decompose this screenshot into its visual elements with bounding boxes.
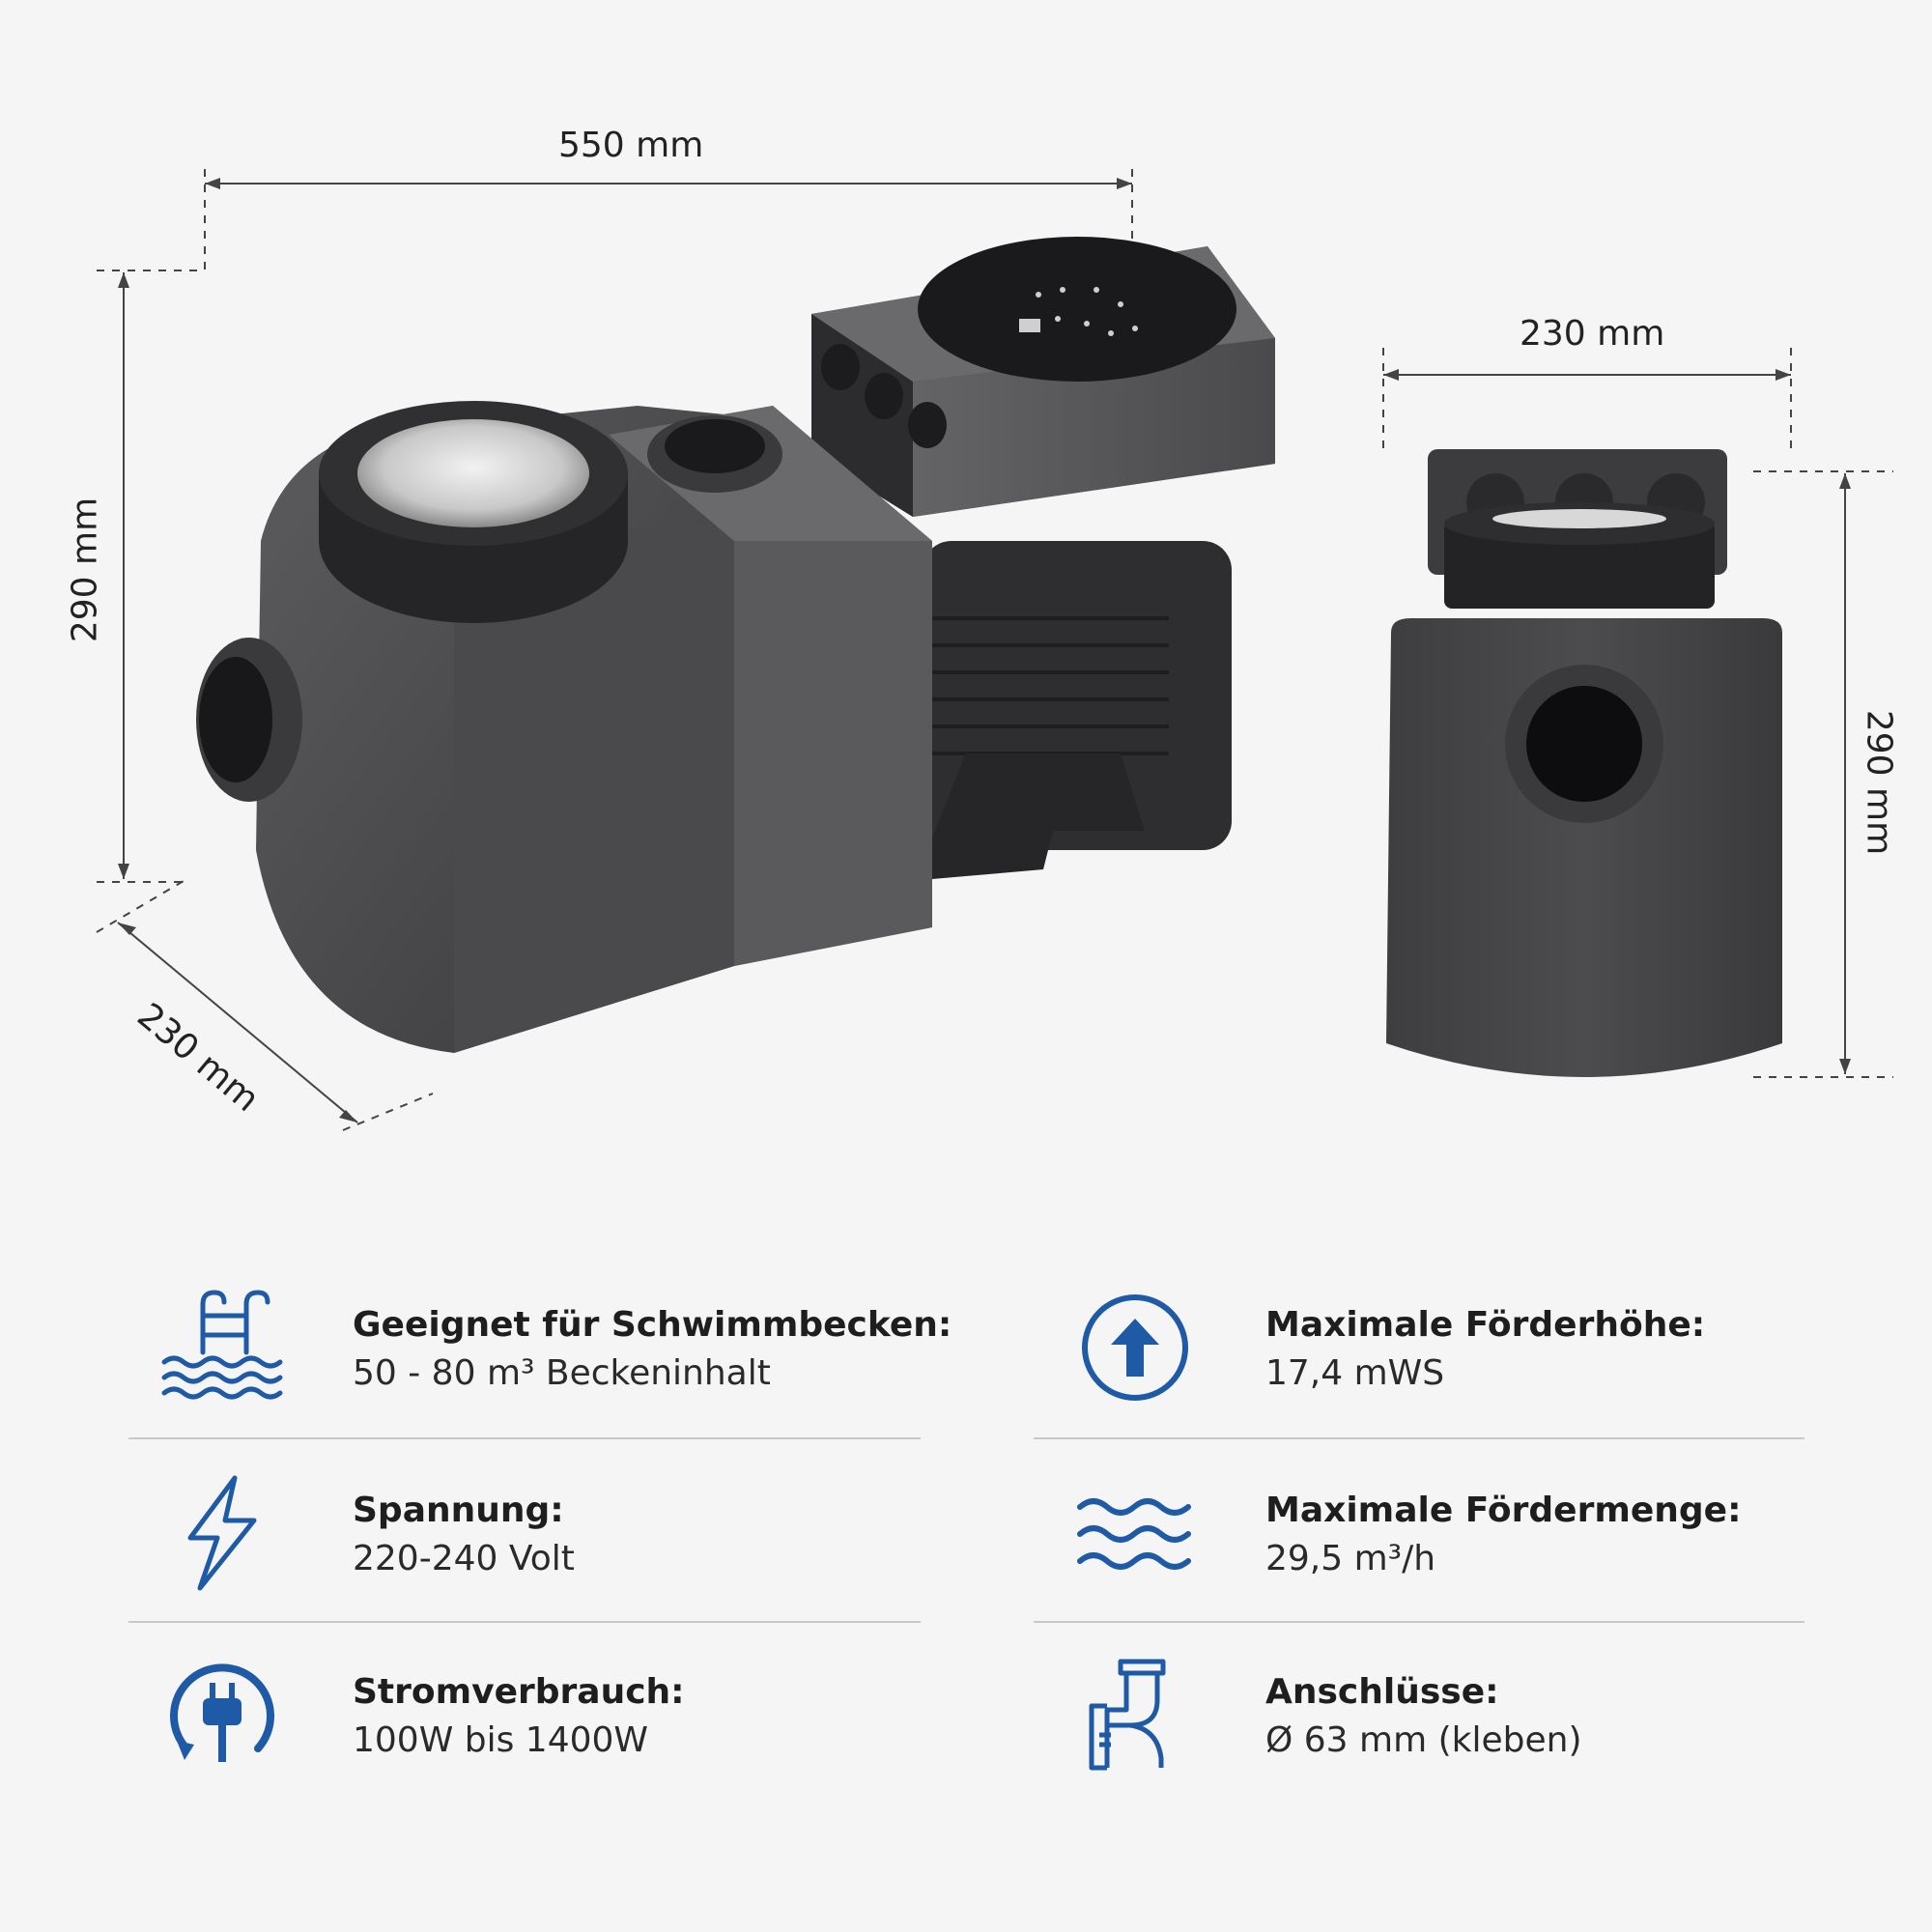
feature-connections: Anschlüsse: Ø 63 mm (kleben) [1072,1652,1845,1777]
side-height-dimension-line [1753,470,1893,1078]
arrow-up-circle-icon [1082,1294,1188,1401]
lightning-icon [187,1475,257,1591]
pump-main-view [196,237,1275,1053]
feature-power-consumption: Stromverbrauch: 100W bis 1400W [159,1652,932,1777]
feature-value: 50 - 80 m³ Beckeninhalt [353,1353,771,1393]
feature-list: Geeignet für Schwimmbecken: 50 - 80 m³ B… [0,1256,1932,1932]
pipe-connection-icon [1089,1659,1166,1771]
side-width-dimension-line [1382,348,1792,449]
feature-value: 17,4 mWS [1265,1353,1445,1393]
feature-title: Anschlüsse: [1265,1672,1499,1712]
feature-voltage: Spannung: 220-240 Volt [159,1470,932,1596]
pump-side-view [1386,449,1782,1077]
height-dimension-line [97,272,184,883]
feature-title: Maximale Fördermenge: [1265,1491,1742,1530]
power-plug-icon [170,1663,274,1762]
product-dimension-area: 550 mm 290 mm 230 mm 230 mm 290 mm [65,126,1899,1131]
feature-max-head: Maximale Förderhöhe: 17,4 mWS [1072,1285,1845,1410]
side-body [1386,618,1782,1077]
feature-title: Stromverbrauch: [353,1672,685,1712]
divider [128,1621,921,1623]
pool-ladder-icon [161,1290,283,1400]
height-label: 290 mm [65,497,105,643]
divider [1034,1437,1804,1439]
feature-value: 100W bis 1400W [353,1720,649,1760]
transparent-lid [357,419,589,527]
width-dimension-line [97,169,1133,271]
feature-title: Maximale Förderhöhe: [1265,1305,1706,1345]
feature-value: 29,5 m³/h [1265,1539,1436,1578]
side-lid [1444,522,1715,609]
motor-foot [927,753,1145,879]
control-display [918,237,1236,382]
feature-max-flow: Maximale Fördermenge: 29,5 m³/h [1072,1470,1845,1596]
feature-title: Geeignet für Schwimmbecken: [353,1305,952,1345]
waves-icon [1077,1498,1191,1570]
side-width-label: 230 mm [1520,314,1665,354]
divider [128,1437,921,1439]
cable-glands [821,344,947,448]
pump-illustration [96,169,1893,1131]
depth-dimension-line [96,880,434,1131]
divider [1034,1621,1804,1623]
feature-value: Ø 63 mm (kleben) [1265,1720,1582,1760]
feature-pool-volume: Geeignet für Schwimmbecken: 50 - 80 m³ B… [159,1285,952,1410]
feature-title: Spannung: [353,1491,564,1530]
feature-value: 220-240 Volt [353,1539,575,1578]
side-height-label: 290 mm [1859,709,1899,856]
width-label: 550 mm [558,126,704,165]
display-buttons [1019,287,1138,336]
